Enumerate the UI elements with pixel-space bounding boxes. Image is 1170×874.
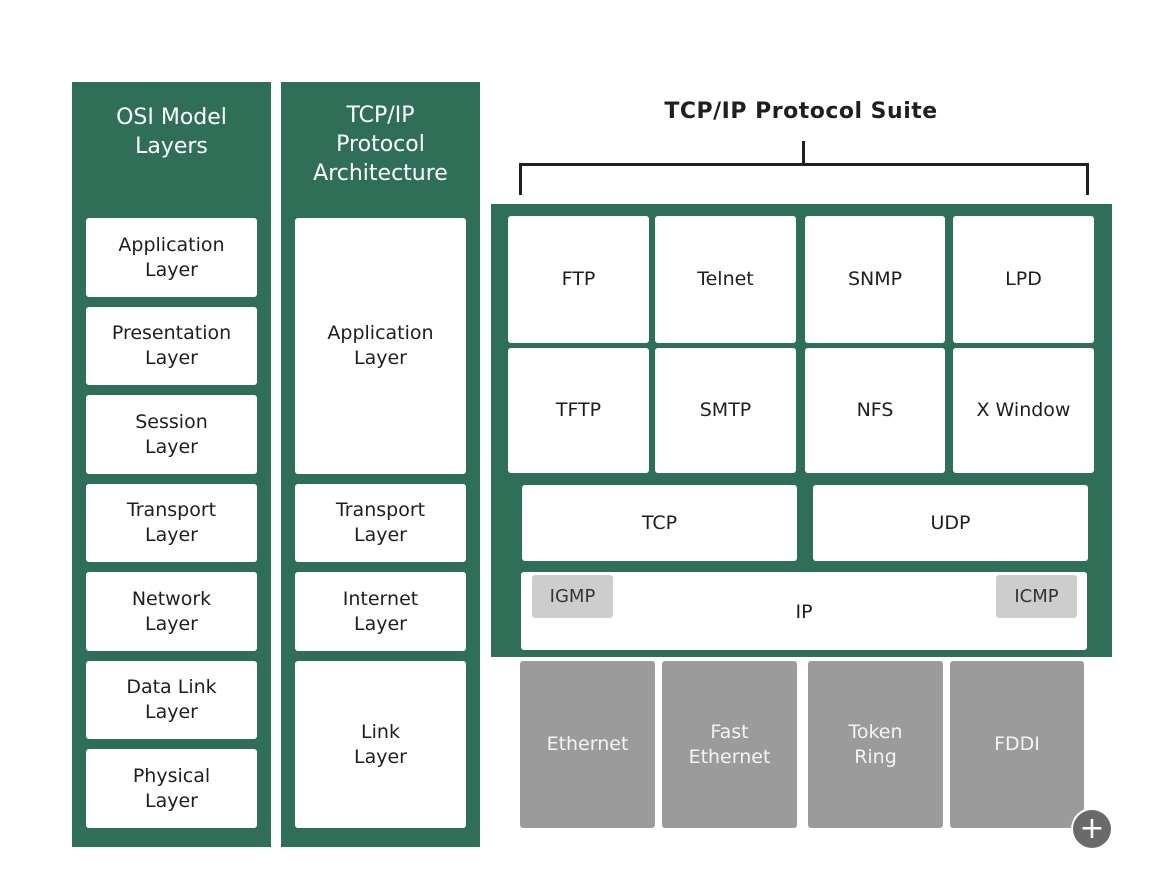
- protocol-tftp: TFTP: [508, 348, 649, 473]
- protocol-ftp: FTP: [508, 216, 649, 343]
- bracket-right-leg: [1086, 163, 1089, 195]
- bracket-bar: [519, 163, 1089, 166]
- protocol-udp: UDP: [813, 485, 1088, 561]
- tcpip-layer-link: Link Layer: [295, 661, 466, 828]
- bracket-stem: [802, 141, 805, 165]
- osi-layer-presentation: Presentation Layer: [86, 307, 257, 385]
- osi-layer-data-link: Data Link Layer: [86, 661, 257, 739]
- link-fast-ethernet: Fast Ethernet: [662, 661, 797, 828]
- plus-icon[interactable]: +: [1073, 810, 1111, 848]
- protocol-lpd: LPD: [953, 216, 1094, 343]
- protocol-igmp: IGMP: [532, 575, 613, 618]
- protocol-nfs: NFS: [805, 348, 945, 473]
- osi-layer-network: Network Layer: [86, 572, 257, 651]
- protocol-smtp: SMTP: [655, 348, 796, 473]
- tcpip-layer-internet: Internet Layer: [295, 572, 466, 651]
- osi-layer-application: Application Layer: [86, 218, 257, 297]
- tcpip-layer-transport: Transport Layer: [295, 484, 466, 562]
- osi-column-title: OSI Model Layers: [116, 105, 227, 159]
- protocol-snmp: SNMP: [805, 216, 945, 343]
- protocol-icmp: ICMP: [996, 575, 1077, 618]
- link-fddi: FDDI: [950, 661, 1084, 828]
- protocol-tcp: TCP: [522, 485, 797, 561]
- osi-layer-physical: Physical Layer: [86, 749, 257, 828]
- suite-title: TCP/IP Protocol Suite: [664, 99, 938, 124]
- osi-layer-session: Session Layer: [86, 395, 257, 474]
- bracket-left-leg: [519, 163, 522, 195]
- protocol-ip-box: IP: [521, 572, 1087, 650]
- protocol-x-window: X Window: [953, 348, 1094, 473]
- link-token-ring: Token Ring: [808, 661, 943, 828]
- link-ethernet: Ethernet: [520, 661, 655, 828]
- protocol-telnet: Telnet: [655, 216, 796, 343]
- tcpip-layer-application: Application Layer: [295, 218, 466, 474]
- osi-layer-transport: Transport Layer: [86, 484, 257, 562]
- protocol-ip: IP: [795, 601, 813, 623]
- tcpip-column-title: TCP/IP Protocol Architecture: [313, 102, 448, 186]
